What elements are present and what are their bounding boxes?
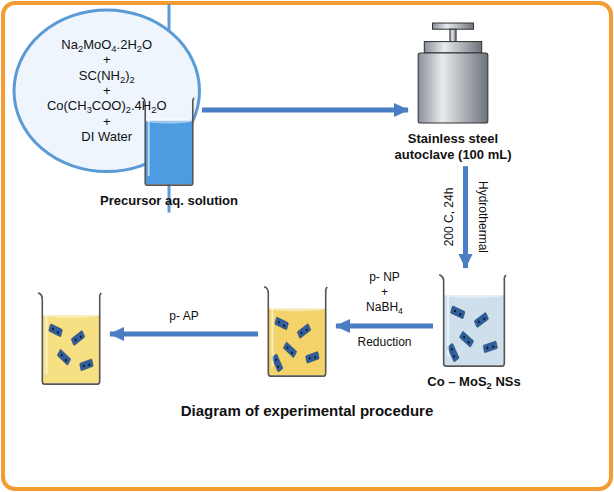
- beaker: [262, 284, 332, 378]
- autoclave: Stainless steel autoclave (100 mL): [412, 22, 494, 125]
- arrow-label: Reduction: [357, 336, 411, 349]
- beaker-glass: [264, 287, 327, 376]
- beaker: [36, 290, 106, 386]
- liquid: [444, 295, 505, 365]
- glass-highlight: [447, 284, 449, 357]
- arrow-label: p- AP: [169, 310, 198, 323]
- t-handle: [433, 23, 474, 29]
- text-group: Co – MoS2 NSs: [427, 374, 520, 390]
- arrow-label: 200 C, 24h: [443, 188, 456, 247]
- liquid: [145, 121, 193, 184]
- process-note: p- NP: [369, 271, 400, 284]
- autoclave-body: [418, 53, 488, 123]
- nanosheet: [297, 324, 311, 339]
- flow-arrow: [110, 332, 258, 337]
- flow-arrow: [202, 108, 408, 113]
- nanosheet: [474, 312, 488, 327]
- beaker-glass: [439, 275, 506, 366]
- nanosheet: [49, 324, 63, 337]
- node-label: Stainless steel autoclave (100 mL): [378, 131, 528, 162]
- reagent-text: SC(NH2)2: [79, 68, 135, 83]
- nanosheet: [306, 351, 320, 363]
- node-label: Precursor aq. solution: [100, 193, 238, 209]
- reagent-bubble: Na2MoO4.2H2O+SC(NH2)2+Co(CH3COO)2.4H2O+D…: [12, 8, 201, 174]
- liquid: [42, 315, 99, 383]
- beaker-drawing: [36, 290, 106, 386]
- text-group: Stainless steel autoclave (100 mL): [378, 131, 528, 162]
- flow-arrow: [336, 324, 433, 329]
- glass-highlight: [46, 302, 48, 375]
- reagent-text: +: [103, 52, 111, 67]
- beaker-drawing: [437, 272, 511, 368]
- beaker: Co – MoS2 NSs: [437, 272, 511, 368]
- reagent-text: DI Water: [81, 129, 132, 144]
- beaker-drawing: [262, 284, 332, 378]
- nanosheet: [57, 349, 71, 365]
- process-note: NaBH4: [366, 301, 403, 314]
- beaker-glass: [38, 293, 101, 384]
- process-note: +: [381, 286, 388, 299]
- reagent-text: +: [103, 114, 111, 129]
- nanosheet: [283, 342, 297, 358]
- reagent-text: +: [103, 83, 111, 98]
- nanosheet: [275, 317, 289, 330]
- liquid-surface: [268, 306, 325, 312]
- nanosheet: [80, 359, 94, 371]
- liquid-surface: [444, 292, 505, 298]
- nanosheet: [483, 341, 497, 353]
- nanosheet: [71, 330, 85, 345]
- reagent-text: Na2MoO4.2H2O: [61, 37, 152, 52]
- flow-arrow: [463, 166, 468, 268]
- glass-highlight: [148, 106, 150, 176]
- autoclave-cap: [424, 42, 481, 53]
- liquid-surface: [42, 312, 99, 318]
- liquid: [268, 308, 325, 375]
- glass-highlight: [272, 295, 274, 366]
- nanosheet: [450, 306, 465, 319]
- process-note: Hydrothermal: [475, 181, 488, 253]
- node-label: Co – MoS2 NSs: [427, 374, 520, 390]
- beaker-glass: [142, 98, 194, 185]
- figure-caption: Diagram of experimental procedure: [0, 402, 614, 419]
- nanosheet: [459, 331, 473, 347]
- nanosheet: [447, 343, 459, 362]
- reagent-text: Co(CH3COO)2.4H2O: [47, 98, 167, 113]
- liquid-surface: [145, 118, 193, 124]
- text-group: Precursor aq. solution: [100, 193, 238, 209]
- text-group: Na2MoO4.2H2O+SC(NH2)2+Co(CH3COO)2.4H2O+D…: [12, 8, 201, 174]
- auto-drawing: [412, 22, 494, 125]
- screw-stem: [450, 29, 456, 41]
